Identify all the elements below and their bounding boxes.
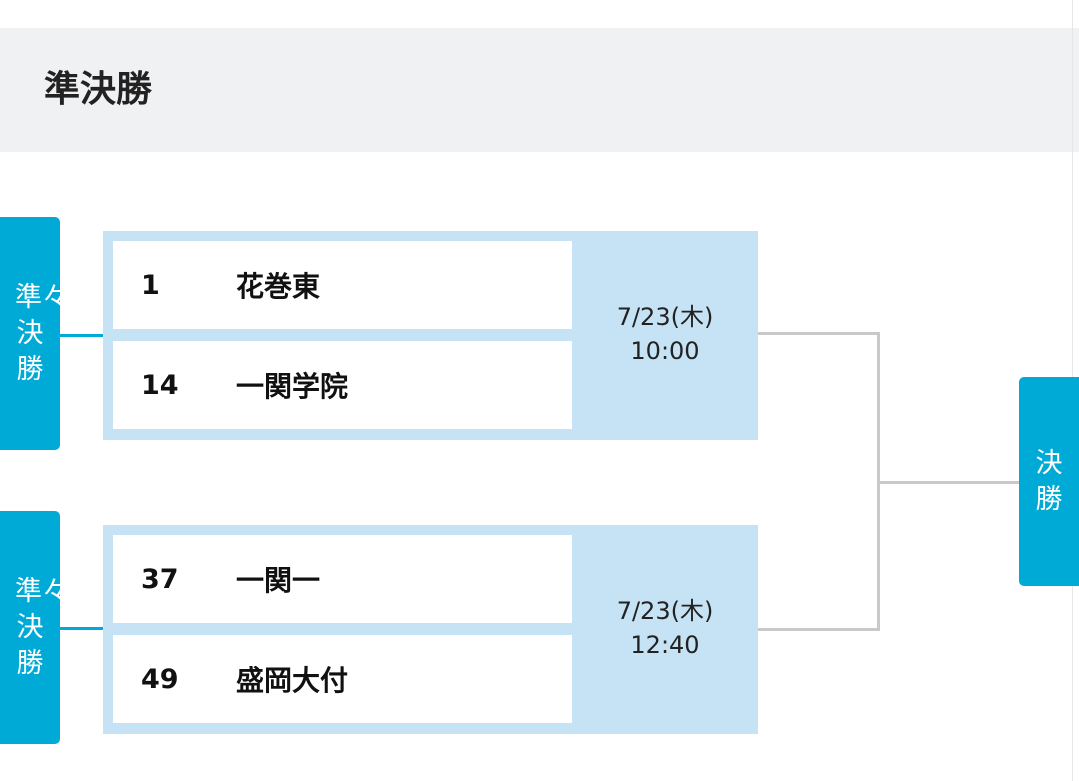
bracket-line-bottom <box>758 628 880 631</box>
quarterfinal-connector-1 <box>60 334 103 337</box>
semifinal-match-1[interactable]: 1 花巻東 14 一関学院 7/23(木) 10:00 <box>103 231 758 440</box>
match-date: 7/23(木) <box>616 303 714 331</box>
final-tab[interactable]: 決勝 <box>1019 377 1079 586</box>
match-schedule: 7/23(木) 10:00 <box>572 300 758 368</box>
bracket-line-top <box>758 332 880 335</box>
team-seed: 1 <box>141 269 160 301</box>
match-date: 7/23(木) <box>616 597 714 625</box>
team-row[interactable]: 37 一関一 <box>113 535 572 623</box>
match-schedule: 7/23(木) 12:40 <box>572 594 758 662</box>
team-name: 一関学院 <box>236 370 349 403</box>
team-name: 一関一 <box>236 564 321 597</box>
bracket-line-final <box>877 481 1019 484</box>
quarterfinal-tab-2[interactable]: 準々決勝 <box>0 511 69 744</box>
section-header <box>0 28 1079 152</box>
team-seed: 49 <box>141 663 179 695</box>
team-row[interactable]: 49 盛岡大付 <box>113 635 572 723</box>
team-row[interactable]: 1 花巻東 <box>113 241 572 329</box>
match-time: 10:00 <box>630 337 700 365</box>
team-seed: 37 <box>141 563 179 595</box>
quarterfinal-tab-label: 準々決勝 <box>15 281 69 385</box>
team-name: 花巻東 <box>236 270 321 303</box>
team-name: 盛岡大付 <box>236 664 349 697</box>
team-seed: 14 <box>141 369 179 401</box>
final-tab-label: 決勝 <box>1035 447 1063 515</box>
quarterfinal-tab-1[interactable]: 準々決勝 <box>0 217 69 450</box>
semifinal-match-2[interactable]: 37 一関一 49 盛岡大付 7/23(木) 12:40 <box>103 525 758 734</box>
quarterfinal-connector-2 <box>60 627 103 630</box>
match-time: 12:40 <box>630 631 700 659</box>
page-title: 準決勝 <box>44 69 153 110</box>
quarterfinal-tab-label: 準々決勝 <box>15 575 69 679</box>
team-row[interactable]: 14 一関学院 <box>113 341 572 429</box>
